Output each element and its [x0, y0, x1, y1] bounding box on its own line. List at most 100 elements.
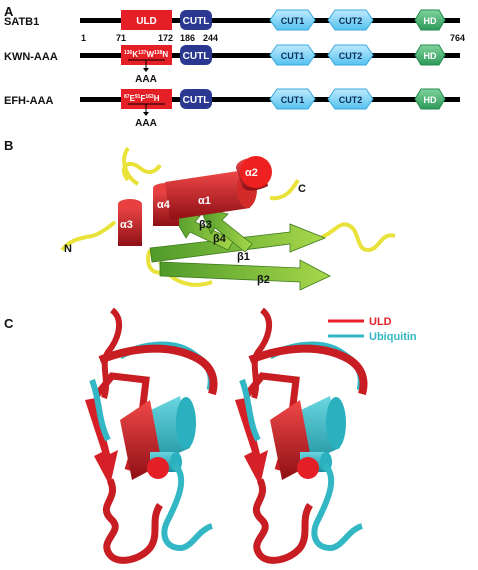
ubiquitin-strand [239, 378, 261, 442]
cut1-domain [269, 9, 316, 31]
uld-loop [102, 478, 164, 564]
mutation-arrowhead [143, 112, 149, 116]
cut2-domain-label: CUT2 [339, 95, 363, 105]
mutation-residue: K [132, 50, 138, 59]
strand-label: β3 [199, 219, 212, 231]
uld-strand-arrow [235, 398, 268, 486]
loop-n-terminal [60, 220, 117, 252]
kwn-mutation-label: 136K137W138N [124, 50, 168, 59]
mutation-residue: W [146, 50, 154, 59]
uld-strand [98, 344, 218, 396]
panel-a-label: A [4, 4, 14, 19]
beta-strand-b2 [159, 259, 331, 291]
mutation-arrowhead [143, 68, 149, 72]
efh-aaa-row: EFH-AAA 87E91F163H AAA CUTL CUT1 CUT2 HD [4, 88, 460, 129]
panel-c-label: C [4, 316, 14, 331]
helix-label: α4 [157, 199, 171, 211]
cut1-domain [269, 88, 316, 110]
cutl-domain [180, 45, 212, 65]
cut1-domain-label: CUT1 [281, 51, 305, 61]
uld-structure-cartoon: N C α3 α4 α1 α2 β3 β4 β1 β2 [60, 146, 396, 291]
mutation-residue: F [140, 94, 145, 103]
aaa-label: AAA [135, 118, 157, 129]
helix-body [118, 204, 142, 246]
hd-domain [414, 9, 446, 31]
construct-label-kwn: KWN-AAA [4, 51, 58, 63]
helix-label: α2 [245, 167, 258, 179]
superposition-stereo-left [85, 307, 218, 564]
helix-label: α1 [198, 195, 211, 207]
cut2-domain [327, 44, 374, 66]
position-label: 1 [81, 33, 86, 43]
mutation-position: 138 [154, 50, 163, 56]
position-label: 186 [180, 33, 195, 43]
mutation-residue: H [154, 94, 160, 103]
cut1-domain-label: CUT1 [281, 16, 305, 26]
helix-body [165, 170, 250, 220]
cut2-domain-label: CUT2 [339, 16, 363, 26]
uld-domain [121, 10, 172, 30]
mutation-position: 87 [124, 94, 130, 100]
hd-domain-label: HD [424, 51, 437, 61]
hd-domain-label: HD [424, 95, 437, 105]
loop-segment [319, 222, 396, 253]
ubiquitin-loop [311, 462, 364, 552]
uld-strand [248, 344, 368, 396]
legend: ULD Ubiquitin [328, 316, 417, 343]
superposition-stereo-right [235, 307, 368, 564]
construct-label-efh: EFH-AAA [4, 95, 54, 107]
loop-segment [146, 249, 163, 275]
cut2-domain-label: CUT2 [339, 51, 363, 61]
hd-domain [414, 88, 446, 110]
cut1-domain-label: CUT1 [281, 95, 305, 105]
cutl-domain-label: CUTL [183, 95, 210, 106]
cut2-domain [327, 88, 374, 110]
ubiquitin-loop [161, 462, 214, 552]
uld-strand-arrow [85, 398, 118, 486]
c-terminus-label: C [298, 183, 306, 195]
cut2-domain [327, 9, 374, 31]
strand-label: β2 [257, 274, 270, 286]
mutation-residue: E [130, 94, 136, 103]
uld-helix-cap [147, 457, 169, 479]
uld-loop [252, 478, 314, 564]
mutation-position: 163 [145, 94, 154, 100]
position-label: 71 [116, 33, 126, 43]
efh-mutation-label: 87E91F163H [124, 94, 160, 103]
helix-cap [118, 199, 142, 209]
mutation-position: 136 [124, 50, 133, 56]
cutl-domain [180, 89, 212, 109]
kwn-aaa-row: KWN-AAA 136K137W138N AAA CUTL CUT1 CUT2 … [4, 44, 460, 85]
cutl-domain-label: CUTL [183, 51, 210, 62]
n-terminus-label: N [64, 243, 72, 255]
position-label: 764 [450, 33, 465, 43]
construct-label-satb1: SATB1 [4, 16, 39, 28]
legend-label-ubiquitin: Ubiquitin [369, 331, 417, 343]
position-label: 244 [203, 33, 218, 43]
loop-c-terminal [269, 178, 300, 201]
mutation-position: 91 [135, 94, 141, 100]
helix-label: α3 [120, 219, 133, 231]
aaa-label: AAA [135, 74, 157, 85]
satb1-row: SATB1 ULD CUTL CUT1 CUT2 HD 1 71 172 186… [4, 9, 465, 43]
helix-a2 [236, 156, 272, 191]
strand-label: β4 [213, 233, 227, 245]
ubiquitin-helix-cap [326, 397, 346, 449]
mutation-position: 137 [138, 50, 147, 56]
legend-label-uld: ULD [369, 316, 392, 328]
hd-domain [414, 44, 446, 66]
cutl-domain-label: CUTL [183, 16, 210, 27]
ubiquitin-helix-cap [176, 397, 196, 449]
helix-a3 [118, 199, 142, 246]
hd-domain-label: HD [424, 16, 437, 26]
cut1-domain [269, 44, 316, 66]
uld-helix-cap [297, 457, 319, 479]
cutl-domain [180, 10, 212, 30]
panel-b-label: B [4, 138, 13, 153]
mutation-residue: N [162, 50, 168, 59]
loop-segment [122, 146, 140, 186]
strand-label: β1 [237, 251, 250, 263]
uld-domain-label: ULD [136, 16, 157, 27]
position-label: 172 [158, 33, 173, 43]
